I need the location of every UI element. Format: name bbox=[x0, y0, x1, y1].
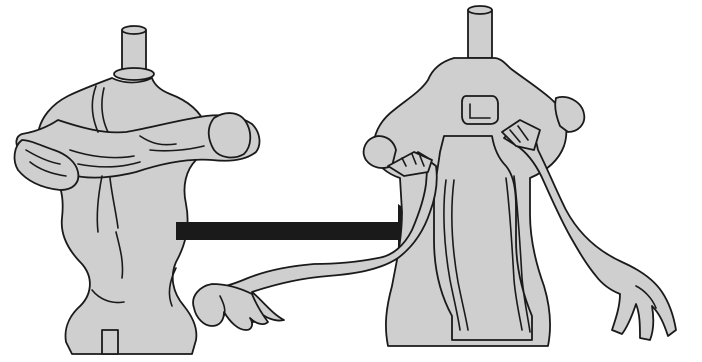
right-dress-form bbox=[193, 6, 676, 346]
left-neck-post bbox=[114, 26, 154, 80]
right-left-shoulder-puff bbox=[364, 136, 396, 168]
right-neck-post bbox=[468, 6, 492, 58]
left-base-slot bbox=[102, 330, 118, 354]
left-shoulder-puff bbox=[209, 113, 251, 157]
right-right-shoulder-puff bbox=[555, 97, 584, 132]
right-neck-hole bbox=[462, 96, 498, 124]
